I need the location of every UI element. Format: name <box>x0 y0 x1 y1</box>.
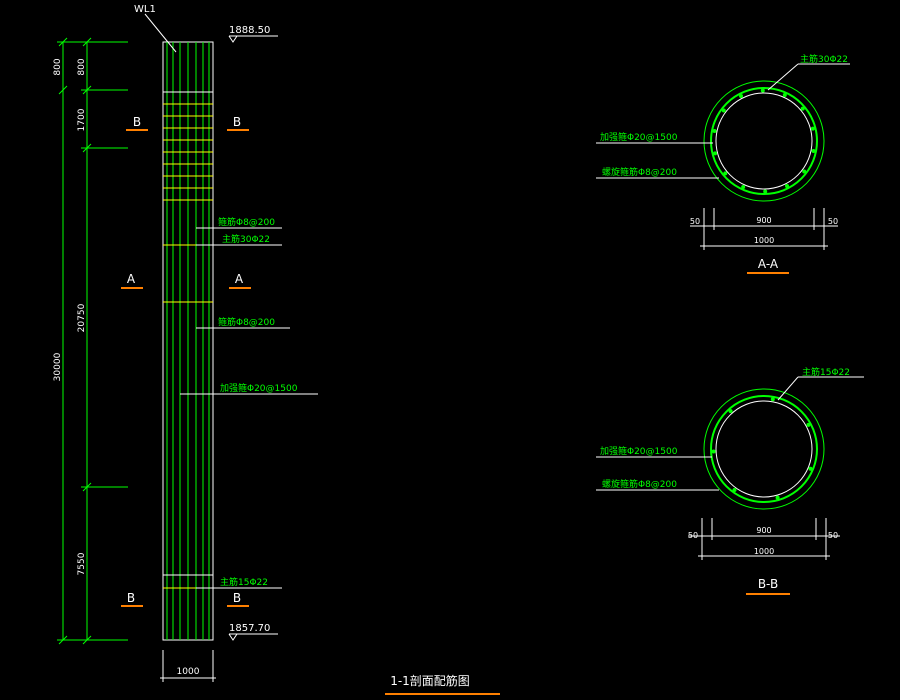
dim-30000: 30000 <box>53 352 63 381</box>
section-aa: 主筋30Φ22 加强箍Φ20@1500 螺旋箍筋Φ8@200 50 900 50… <box>596 53 850 274</box>
section-mark-b-bot-right: B <box>233 591 241 605</box>
rebar-dot <box>741 185 746 189</box>
rebar-dot <box>760 88 765 93</box>
rebar-dot <box>712 129 717 133</box>
section-mark-a-left: A <box>127 272 136 286</box>
dimension-labels: 800 30000 800 1700 20750 7550 <box>53 58 87 575</box>
callout-main-bar-bot: 主筋15Φ22 <box>220 576 268 588</box>
section-aa-bars <box>712 88 816 194</box>
aa-spiral-label: 螺旋箍筋Φ8@200 <box>602 166 677 178</box>
rebar-dot <box>802 169 807 174</box>
pile-width-dim: 1000 <box>177 667 200 677</box>
bb-stiffener-label: 加强箍Φ20@1500 <box>600 445 678 457</box>
rebar-dot <box>728 409 733 414</box>
bb-dim-total: 1000 <box>754 547 774 556</box>
section-bb-bars <box>711 397 813 500</box>
callout-stiffener: 加强箍Φ20@1500 <box>220 382 298 394</box>
dim-20750: 20750 <box>77 303 87 332</box>
rebar-dot <box>806 422 811 427</box>
section-bb: 主筋15Φ22 加强箍Φ20@1500 螺旋箍筋Φ8@200 50 900 50… <box>596 366 864 595</box>
section-markers: B B A A B B <box>121 115 251 607</box>
section-mark-b-bot-left: B <box>127 591 135 605</box>
dim-800-outer: 800 <box>53 58 63 75</box>
pile-annotations: WL1 1888.50 1857.70 1000 <box>134 4 278 682</box>
rebar-dot <box>810 126 815 131</box>
dimension-chain <box>57 37 128 645</box>
rebar-dot <box>711 449 716 454</box>
rebar-dot <box>763 189 768 194</box>
pile-label: WL1 <box>134 4 156 15</box>
rebar-dot <box>800 106 805 111</box>
aa-title: A-A <box>758 257 779 271</box>
pile-outline <box>162 41 214 641</box>
rebar-dot <box>732 488 737 492</box>
aa-dim-total: 1000 <box>754 236 774 245</box>
dim-800-inner: 800 <box>77 58 87 75</box>
aa-main-bar-label: 主筋30Φ22 <box>800 53 848 65</box>
rebar-dot <box>775 495 780 500</box>
aa-dim-right: 50 <box>828 217 838 226</box>
bb-main-bar-label: 主筋15Φ22 <box>802 366 850 378</box>
bottom-elevation: 1857.70 <box>229 623 270 634</box>
dim-1700: 1700 <box>77 108 87 131</box>
rebar-dot <box>811 149 816 153</box>
bb-dim-right: 50 <box>828 531 838 540</box>
section-mark-a-right: A <box>235 272 244 286</box>
bb-dim-left: 50 <box>688 531 698 540</box>
aa-stiffener-label: 加强箍Φ20@1500 <box>600 131 678 143</box>
callout-stirrup-mid: 箍筋Φ8@200 <box>218 316 275 328</box>
rebar-dot <box>785 184 789 188</box>
aa-dim-left: 50 <box>690 217 700 226</box>
bb-title: B-B <box>758 577 778 591</box>
top-elevation: 1888.50 <box>229 25 270 36</box>
rebar-dot <box>723 171 728 176</box>
pile-callouts: 箍筋Φ8@200 主筋30Φ22 箍筋Φ8@200 加强箍Φ20@1500 主筋… <box>180 216 318 589</box>
bb-spiral-label: 螺旋箍筋Φ8@200 <box>602 478 677 490</box>
rebar-dot <box>739 94 743 98</box>
section-mark-b-top-right: B <box>233 115 241 129</box>
drawing-title-block: 1-1剖面配筋图 <box>385 673 500 695</box>
rebar-dot <box>721 108 726 113</box>
aa-dim-inner: 900 <box>756 216 771 225</box>
callout-main-bar-top: 主筋30Φ22 <box>222 233 270 245</box>
rebar-dot <box>808 466 813 471</box>
drawing-title: 1-1剖面配筋图 <box>390 673 470 688</box>
bb-dim-inner: 900 <box>756 526 771 535</box>
callout-stirrup-top: 箍筋Φ8@200 <box>218 216 275 228</box>
dim-7550: 7550 <box>77 552 87 575</box>
rebar-dot <box>713 151 718 156</box>
rebar-dot <box>782 93 787 97</box>
rebar-dot <box>770 397 775 402</box>
section-mark-b-top-left: B <box>133 115 141 129</box>
